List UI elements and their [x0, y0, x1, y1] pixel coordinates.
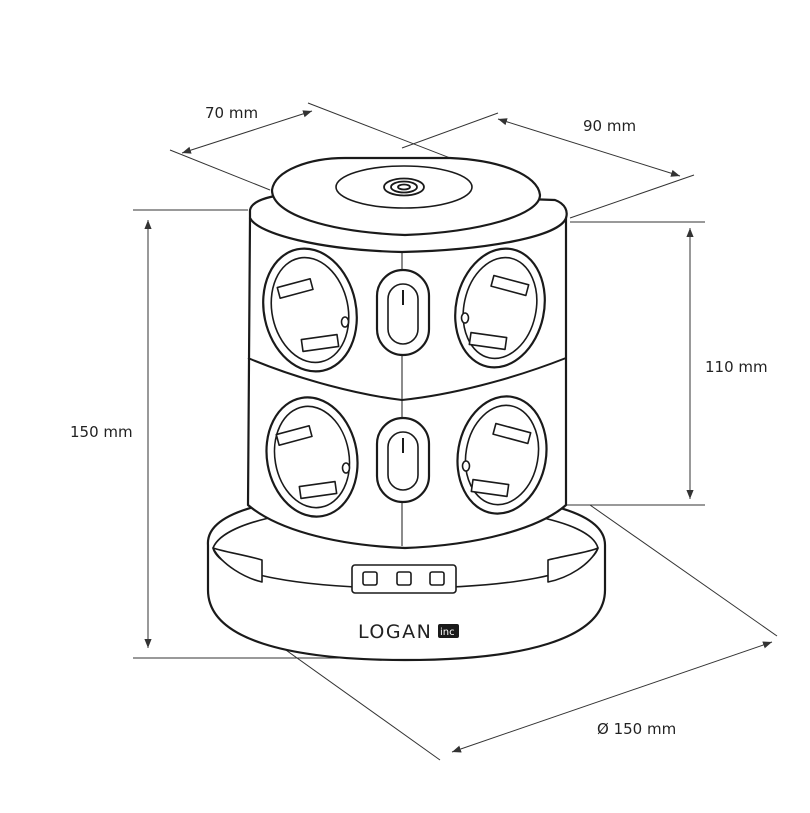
dimension-lines [133, 102, 778, 761]
usb-port-icon [396, 571, 412, 586]
brand-name: LOGAN [358, 621, 432, 643]
brand-suffix: inc [440, 627, 455, 638]
diameter-dimension-arrow [451, 641, 773, 753]
socket-top-right [454, 247, 546, 369]
total-height-label: 150 mm [70, 423, 133, 441]
usb-port-icon [362, 571, 378, 586]
wireless-charging-icon [383, 177, 425, 197]
socket-bottom-left [265, 396, 359, 518]
tower-height-label: 110 mm [705, 358, 768, 376]
power-switch-bottom [375, 416, 431, 504]
depth-label: 70 mm [205, 104, 258, 122]
extension-line [589, 504, 778, 637]
brand-logo: LOGAN inc [358, 621, 459, 643]
base-diameter-label: Ø 150 mm [597, 720, 676, 738]
usb-port-icon [429, 571, 445, 586]
charging-pad [335, 165, 473, 209]
extension-line [169, 149, 271, 191]
power-switch-top [375, 268, 431, 357]
extension-line [569, 174, 695, 219]
extension-line [401, 112, 499, 149]
width-label: 90 mm [583, 117, 636, 135]
depth-dimension-arrow [181, 110, 313, 154]
socket-bottom-right [456, 395, 548, 515]
socket-top-left [262, 247, 358, 373]
width-dimension-arrow [497, 118, 681, 177]
wireless-charger-top [248, 156, 568, 254]
